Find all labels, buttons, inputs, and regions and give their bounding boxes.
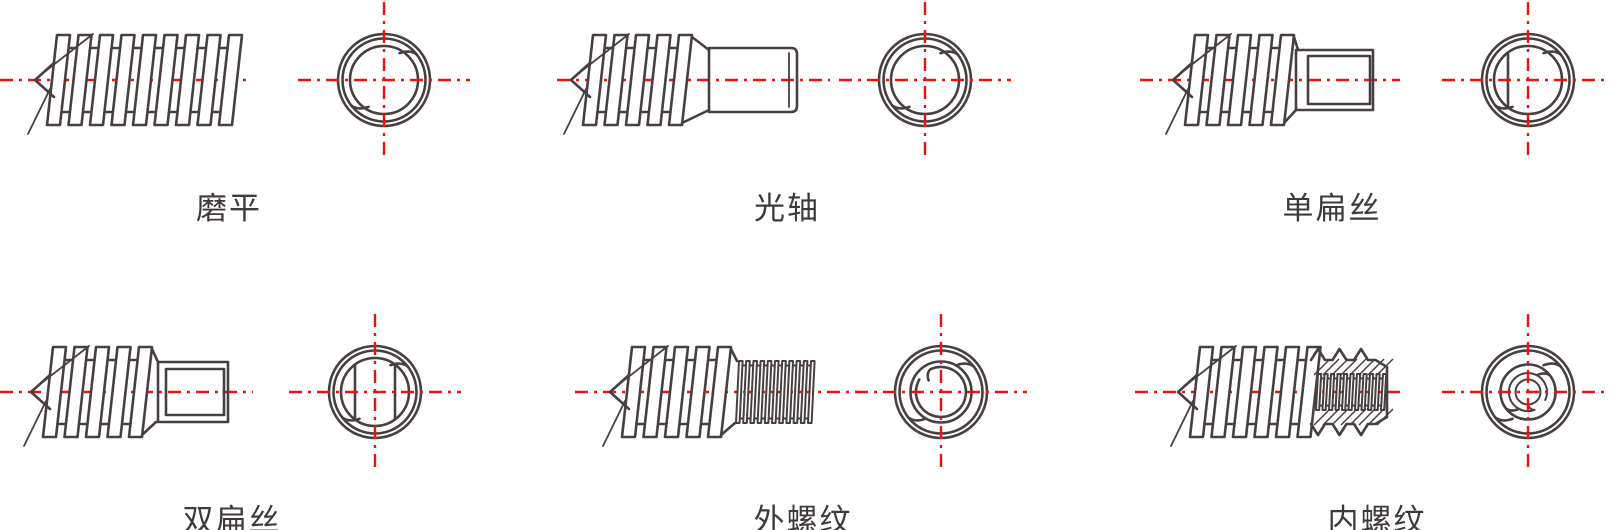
double-flat-side-view: [0, 345, 253, 447]
figure-ground-flat: [0, 2, 470, 158]
ground-flat-end-view: [298, 2, 470, 158]
internal-thread-end-view: [1442, 314, 1609, 470]
section-hatching: [1313, 358, 1394, 426]
external-thread-end-view: [855, 314, 1027, 470]
ground-flat-side-view: [0, 33, 252, 135]
single-flat-end-view: [1442, 2, 1609, 158]
figure-label-ground-flat: 磨平: [196, 191, 262, 226]
internal-thread-side-view: [1135, 345, 1405, 447]
figure-double-flat: [0, 314, 461, 470]
single-flat-side-view: [1140, 33, 1400, 135]
figure-label-internal-thread: 内螺纹: [1327, 503, 1427, 530]
figure-internal-thread: [1135, 314, 1609, 470]
figure-label-single-flat: 单扁丝: [1282, 191, 1382, 226]
plain-shaft-side-view: [557, 33, 830, 135]
figure-single-flat: [1140, 2, 1609, 158]
figure-external-thread: [575, 314, 1027, 470]
figure-label-external-thread: 外螺纹: [753, 503, 853, 530]
figure-label-double-flat: 双扁丝: [182, 503, 282, 530]
double-flat-end-view: [289, 314, 461, 470]
plain-shaft-end-view: [839, 2, 1011, 158]
external-thread-side-view: [575, 345, 860, 447]
figure-label-plain-shaft: 光轴: [754, 191, 820, 226]
figure-plain-shaft: [557, 2, 1011, 158]
